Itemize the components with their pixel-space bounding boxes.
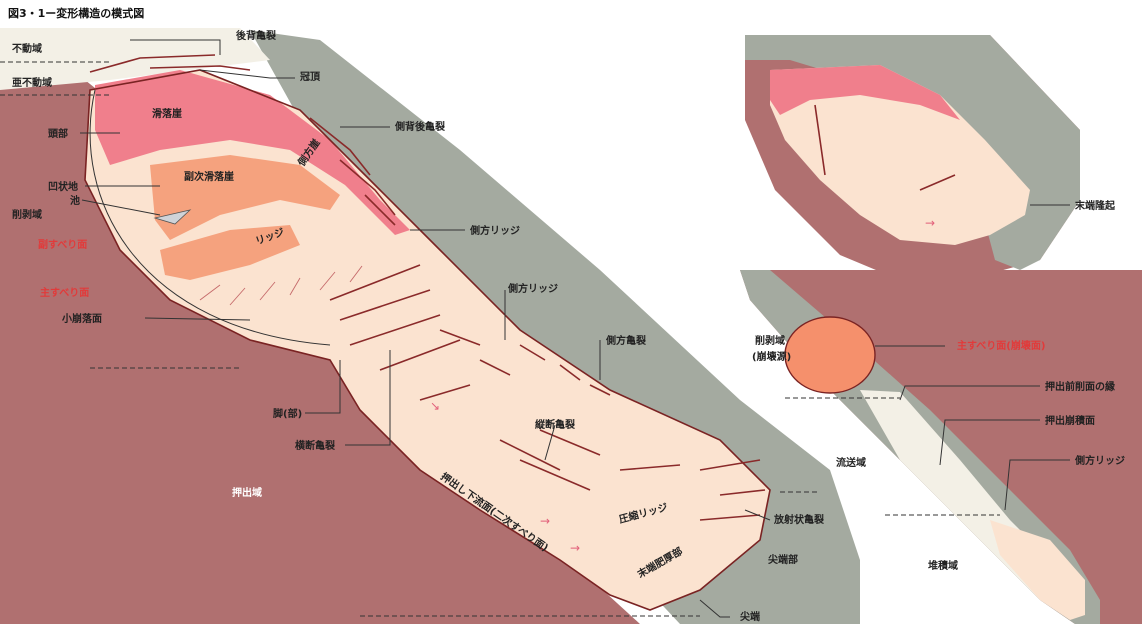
flow-arrow-1: → — [540, 514, 550, 528]
label-lateral-crack: 側方亀裂 — [605, 334, 646, 347]
label-toe: 尖端 — [740, 610, 760, 623]
flow-arrow-3: ↘ — [430, 399, 440, 413]
label-source-zone: 削剥域 — [12, 208, 42, 221]
label-radial-crack: 放射状亀裂 — [773, 513, 824, 526]
figure-title: 図3・1ー変形構造の模式図 — [8, 6, 144, 20]
inset-bottom-label-source-sub: (崩壊源) — [752, 350, 791, 363]
inset-bottom-label-deposition: 堆積域 — [928, 559, 958, 572]
label-transverse-crack: 横断亀裂 — [295, 439, 335, 452]
label-pond: 池 — [70, 194, 80, 207]
inset-bottom-label-push-surface: 押出崩積面 — [1045, 414, 1095, 427]
inset-top-label-toe-uplift: 末端隆起 — [1075, 199, 1116, 212]
label-accumulation-zone: 押出域 — [232, 486, 262, 499]
inset-top-arrow: → — [925, 216, 935, 230]
label-lateral-ridge-1: 側方リッジ — [469, 224, 520, 237]
label-secondary-slip: 副すべり面 — [38, 238, 87, 251]
label-lateral-ridge-2: 側方リッジ — [507, 282, 558, 295]
label-foot: 脚(部) — [273, 407, 302, 420]
label-head: 頭部 — [48, 127, 68, 140]
label-minor-scarp: 小崩落面 — [61, 312, 102, 325]
label-head-scarp: 滑落崖 — [152, 107, 182, 120]
label-crown: 冠頂 — [300, 71, 321, 83]
label-quasi-stable-zone: 亜不動域 — [12, 76, 52, 89]
inset-bottom-label-transport: 流送域 — [836, 456, 866, 469]
label-side-back-crack: 側背後亀裂 — [394, 120, 445, 133]
inset-bottom-label-main-slip: 主すべり面(崩壊面) — [957, 339, 1045, 352]
label-main-slip: 主すべり面 — [40, 286, 89, 299]
inset-bottom-slip-ellipse — [785, 317, 875, 393]
inset-bottom-label-lateral-ridge: 側方リッジ — [1074, 454, 1125, 467]
inset-bottom-label-scarp-edge: 押出前削面の縁 — [1045, 380, 1115, 393]
label-back-crack: 後背亀裂 — [236, 29, 276, 42]
inset-bottom-label-source: 削剥域 — [755, 334, 785, 347]
label-secondary-scarp: 副次滑落崖 — [184, 170, 234, 183]
label-longitudinal-crack: 縦断亀裂 — [535, 418, 575, 431]
flow-arrow-2: → — [570, 541, 580, 555]
main-diagram: → → ↘ 不動域 亜不動域 後背亀裂 冠頂 滑落崖 側方崖 頭部 側背後亀裂 — [0, 28, 860, 624]
label-depression: 凹状地 — [48, 180, 78, 193]
label-stable-zone: 不動域 — [12, 42, 42, 55]
label-tip: 尖端部 — [768, 553, 798, 566]
inset-top: → 末端隆起 — [745, 35, 1116, 280]
